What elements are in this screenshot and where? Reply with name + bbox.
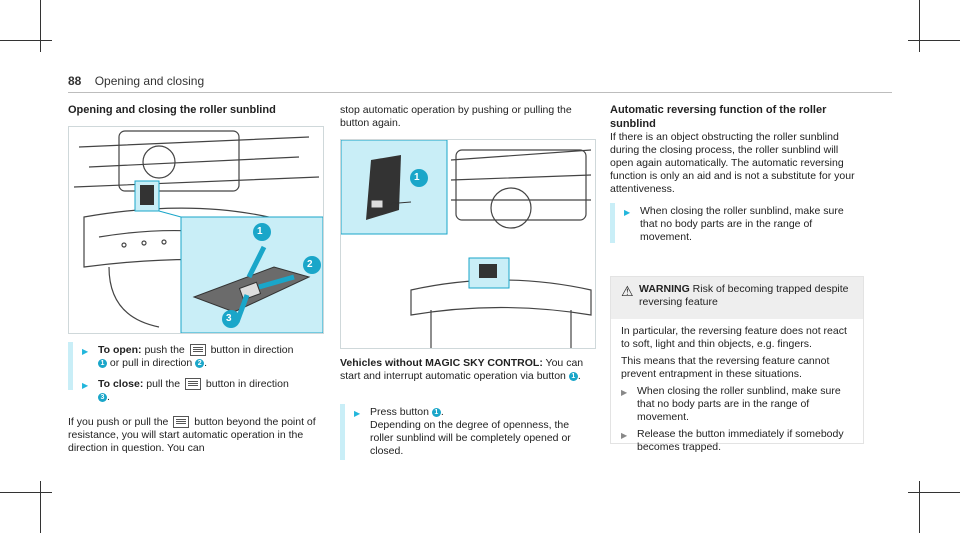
figure-callout-1: 1 (414, 172, 420, 183)
figure-callout-1: 1 (257, 226, 263, 237)
arrow-icon: ▶ (621, 431, 628, 440)
crop-mark (40, 481, 41, 533)
instruction-block-2: ▶ Press button 1. Depending on the degre… (354, 406, 594, 458)
callout-1: 1 (568, 371, 578, 381)
crop-mark (0, 40, 52, 41)
callout-1: 1 (431, 407, 441, 417)
figure-callout-3: 3 (226, 313, 232, 324)
crop-mark (0, 492, 52, 493)
callout-1: 1 (98, 358, 107, 368)
arrow-icon: ▶ (624, 208, 631, 217)
arrow-icon: ▶ (82, 347, 89, 356)
crop-mark (40, 0, 41, 52)
paragraph: In particular, the reversing feature doe… (621, 325, 847, 350)
crop-mark (908, 40, 960, 41)
instruction-bar (340, 404, 345, 460)
paragraph: If you push or pull the button beyond th… (68, 416, 316, 454)
figure-sunblind-button: 1 2 3 (68, 126, 324, 334)
section-title: Opening and closing (94, 74, 205, 88)
crop-mark (908, 492, 960, 493)
warning-header: ⚠ WARNING Risk of becoming trapped despi… (611, 277, 863, 319)
arrow-icon: ▶ (621, 388, 628, 397)
callout-2: 2 (195, 358, 205, 368)
illustration-overhead-console (73, 130, 324, 334)
figure-callout-2: 2 (307, 259, 313, 270)
list-item: ▶ To close: pull the button in direction… (82, 378, 289, 403)
section-heading: Automatic reversing function of the roll… (610, 104, 827, 130)
figure-sunblind-without-magic-sky: 1 (340, 139, 596, 349)
button-symbol-icon (173, 416, 190, 429)
arrow-icon: ▶ (82, 381, 89, 390)
button-symbol-icon (189, 344, 206, 357)
list-item: ▶ Release the button immediately if some… (621, 428, 844, 453)
section-heading: Opening and closing the roller sunblind (68, 104, 276, 116)
paragraph: If there is an object obstructing the ro… (610, 131, 855, 195)
list-item: ▶ To open: push the button in direction … (82, 344, 294, 369)
paragraph: Vehicles without MAGIC SKY CONTROL: You … (340, 357, 584, 382)
instruction-block-3: ▶ When closing the roller sunblind, make… (624, 205, 860, 244)
warning-box: ⚠ WARNING Risk of becoming trapped despi… (610, 276, 864, 453)
list-item: ▶ Press button 1. Depending on the degre… (354, 406, 571, 457)
crop-mark (919, 0, 920, 52)
arrow-icon: ▶ (354, 409, 361, 418)
paragraph: stop automatic operation by pushing or p… (340, 104, 572, 129)
button-symbol-icon (185, 378, 202, 391)
page-number: 88 (68, 74, 82, 88)
instruction-bar (610, 203, 615, 243)
callout-3: 3 (98, 392, 107, 402)
illustration-overhead-console-2 (340, 139, 592, 348)
list-item: ▶ When closing the roller sunblind, make… (624, 205, 844, 243)
warning-steps: ▶ When closing the roller sunblind, make… (621, 385, 856, 454)
crop-mark (919, 481, 920, 533)
page-header: 88 Opening and closing (68, 74, 204, 88)
instruction-bar (68, 342, 73, 390)
warning-icon: ⚠ (621, 283, 634, 299)
list-item: ▶ When closing the roller sunblind, make… (621, 385, 841, 423)
instruction-block-1: ▶ To open: push the button in direction … (82, 344, 318, 404)
paragraph: This means that the reversing feature ca… (621, 355, 830, 380)
header-rule (68, 92, 892, 93)
